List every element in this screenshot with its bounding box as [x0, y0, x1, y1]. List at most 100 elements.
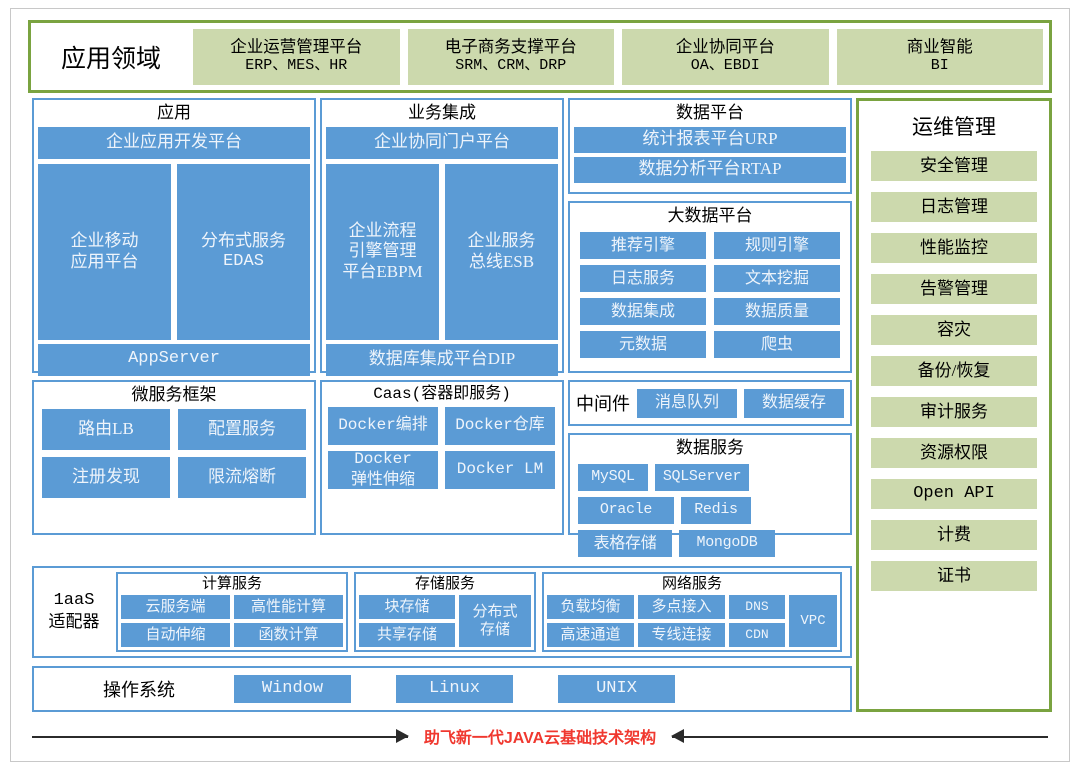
big-data-item-4[interactable]: 数据集成 — [580, 297, 706, 325]
caas-item-docker-registry[interactable]: Docker仓库 — [445, 406, 555, 445]
ops-item-open-api[interactable]: Open API — [871, 479, 1037, 509]
middleware-panel: 中间件 消息队列 数据缓存 — [568, 380, 852, 426]
ops-item-backup-restore[interactable]: 备份/恢复 — [871, 356, 1037, 386]
application-edas[interactable]: 分布式服务 EDAS — [177, 163, 310, 340]
microservice-item-3[interactable]: 限流熔断 — [178, 456, 306, 498]
app-domain-item-0[interactable]: 企业运营管理平台 ERP、MES、HR — [193, 28, 400, 85]
app-domain-item-3-line2: BI — [930, 57, 949, 75]
application-mobile-platform[interactable]: 企业移动 应用平台 — [38, 163, 171, 340]
business-esb-line2: 总线ESB — [468, 251, 535, 271]
ops-item-logging[interactable]: 日志管理 — [871, 192, 1037, 222]
iaas-adapter-label: 1aaS 适配器 — [38, 572, 110, 652]
network-item-vpc[interactable]: VPC — [789, 595, 837, 648]
caas-item-docker-orchestration[interactable]: Docker编排 — [328, 406, 438, 445]
middleware-item-data-cache[interactable]: 数据缓存 — [744, 388, 844, 418]
application-appserver[interactable]: AppServer — [38, 343, 310, 376]
network-item-express-channel[interactable]: 高速通道 — [547, 623, 634, 648]
data-platform-rtap[interactable]: 数据分析平台RTAP — [574, 156, 846, 183]
data-service-item-oracle[interactable]: Oracle — [578, 496, 674, 524]
microservice-item-1[interactable]: 配置服务 — [178, 408, 306, 450]
network-item-cdn[interactable]: CDN — [729, 623, 785, 648]
ops-item-alarm[interactable]: 告警管理 — [871, 274, 1037, 304]
data-service-item-redis[interactable]: Redis — [681, 496, 751, 524]
business-integration-title: 业务集成 — [408, 103, 476, 122]
app-domain-item-1-line1: 电子商务支撑平台 — [444, 37, 577, 57]
compute-service-body: 云服务端 自动伸缩 高性能计算 函数计算 — [121, 595, 343, 648]
microservice-item-2[interactable]: 注册发现 — [42, 456, 170, 498]
os-item-linux[interactable]: Linux — [396, 675, 513, 703]
network-item-dns[interactable]: DNS — [729, 595, 785, 620]
operating-system-label: 操作系统 — [103, 680, 175, 700]
big-data-item-5[interactable]: 数据质量 — [714, 297, 840, 325]
ops-item-security[interactable]: 安全管理 — [871, 151, 1037, 181]
application-edas-line2: EDAS — [223, 251, 264, 271]
main-area: 应用 企业应用开发平台 企业移动 应用平台 分布式服务 EDAS AppServ… — [28, 98, 1052, 712]
data-service-item-mysql[interactable]: MySQL — [578, 463, 648, 491]
storage-item-block-storage[interactable]: 块存储 — [359, 595, 455, 620]
business-dip-bar[interactable]: 数据库集成平台DIP — [326, 343, 558, 376]
business-portal-bar[interactable]: 企业协同门户平台 — [326, 126, 558, 159]
ops-item-resource-permission[interactable]: 资源权限 — [871, 438, 1037, 468]
microservice-panel: 微服务框架 路由LB 配置服务 注册发现 限流熔断 — [32, 380, 316, 535]
big-data-item-7[interactable]: 爬虫 — [714, 330, 840, 358]
app-domain-item-3[interactable]: 商业智能 BI — [836, 28, 1043, 85]
application-middle-row: 企业移动 应用平台 分布式服务 EDAS — [38, 163, 310, 340]
caas-item-docker-autoscale[interactable]: Docker 弹性伸缩 — [328, 450, 438, 489]
big-data-platform-panel: 大数据平台 推荐引擎 规则引擎 日志服务 文本挖掘 数据集成 数据质量 元数据 … — [568, 201, 852, 373]
app-domain-item-2[interactable]: 企业协同平台 OA、EBDI — [622, 28, 829, 85]
compute-item-cloud-server[interactable]: 云服务端 — [121, 595, 230, 620]
ops-item-disaster-recovery[interactable]: 容灾 — [871, 315, 1037, 345]
column-ops-management: 运维管理 安全管理 日志管理 性能监控 告警管理 容灾 备份/恢复 审计服务 资… — [856, 98, 1052, 712]
app-domain-item-3-line1: 商业智能 — [906, 37, 973, 57]
os-item-window[interactable]: Window — [234, 675, 351, 703]
compute-item-function-compute[interactable]: 函数计算 — [234, 623, 343, 648]
caas-item-docker-autoscale-line2: 弹性伸缩 — [350, 470, 415, 488]
app-domain-item-2-line2: OA、EBDI — [690, 57, 760, 75]
os-item-unix[interactable]: UNIX — [558, 675, 675, 703]
ops-item-audit[interactable]: 审计服务 — [871, 397, 1037, 427]
app-domain-item-1[interactable]: 电子商务支撑平台 SRM、CRM、DRP — [407, 28, 614, 85]
compute-item-hpc[interactable]: 高性能计算 — [234, 595, 343, 620]
data-service-item-table-storage[interactable]: 表格存储 — [578, 529, 672, 557]
data-service-item-sqlserver[interactable]: SQLServer — [655, 463, 749, 491]
network-service-panel: 网络服务 负载均衡 高速通道 多点接入 专线连接 DNS CDN — [542, 572, 842, 652]
big-data-item-3[interactable]: 文本挖掘 — [714, 264, 840, 292]
storage-item-distributed-storage[interactable]: 分布式 存储 — [459, 595, 531, 648]
storage-service-panel: 存储服务 块存储 共享存储 分布式 存储 — [354, 572, 536, 652]
storage-item-shared-storage[interactable]: 共享存储 — [359, 623, 455, 648]
data-service-panel: 数据服务 MySQL SQLServer Oracle Redis 表格存储 M… — [568, 433, 852, 557]
big-data-item-1[interactable]: 规则引擎 — [714, 231, 840, 259]
big-data-item-0[interactable]: 推荐引擎 — [580, 231, 706, 259]
application-top-bar[interactable]: 企业应用开发平台 — [38, 126, 310, 159]
caas-item-docker-autoscale-line1: Docker — [354, 450, 412, 469]
microservice-item-0[interactable]: 路由LB — [42, 408, 170, 450]
application-mobile-platform-line1: 企业移动 — [70, 231, 139, 251]
big-data-item-2[interactable]: 日志服务 — [580, 264, 706, 292]
network-item-multipoint-access[interactable]: 多点接入 — [638, 595, 725, 620]
storage-service-col1: 块存储 共享存储 — [359, 595, 455, 648]
compute-service-col2: 高性能计算 函数计算 — [234, 595, 343, 648]
arrow-right-icon — [32, 728, 409, 744]
business-ebpm[interactable]: 企业流程 引擎管理 平台EBPM — [326, 163, 439, 340]
compute-item-autoscaling[interactable]: 自动伸缩 — [121, 623, 230, 648]
ops-item-certificate[interactable]: 证书 — [871, 561, 1037, 591]
network-service-col1: 负载均衡 高速通道 — [547, 595, 634, 648]
app-domain-item-0-line2: ERP、MES、HR — [245, 57, 348, 75]
ops-item-billing[interactable]: 计费 — [871, 520, 1037, 550]
data-platform-urp[interactable]: 统计报表平台URP — [574, 126, 846, 153]
data-service-item-mongodb[interactable]: MongoDB — [679, 529, 775, 557]
middleware-label: 中间件 — [576, 394, 630, 414]
middleware-item-message-queue[interactable]: 消息队列 — [637, 388, 737, 418]
network-item-load-balancer[interactable]: 负载均衡 — [547, 595, 634, 620]
business-esb-line1: 企业服务 — [467, 231, 536, 251]
caas-panel: Caas(容器即服务) Docker编排 Docker仓库 Docker 弹性伸… — [320, 380, 564, 535]
ops-item-performance-monitor[interactable]: 性能监控 — [871, 233, 1037, 263]
microservice-items: 路由LB 配置服务 注册发现 限流熔断 — [38, 405, 310, 498]
business-ebpm-line1: 企业流程 — [348, 221, 417, 241]
business-esb[interactable]: 企业服务 总线ESB — [445, 163, 558, 340]
iaas-adapter-section: 1aaS 适配器 计算服务 云服务端 自动伸缩 高性能计算 函数计算 — [32, 566, 852, 658]
big-data-item-6[interactable]: 元数据 — [580, 330, 706, 358]
caas-item-docker-lm[interactable]: Docker LM — [445, 450, 555, 489]
network-service-col3: DNS CDN — [729, 595, 785, 648]
network-item-leased-line[interactable]: 专线连接 — [638, 623, 725, 648]
